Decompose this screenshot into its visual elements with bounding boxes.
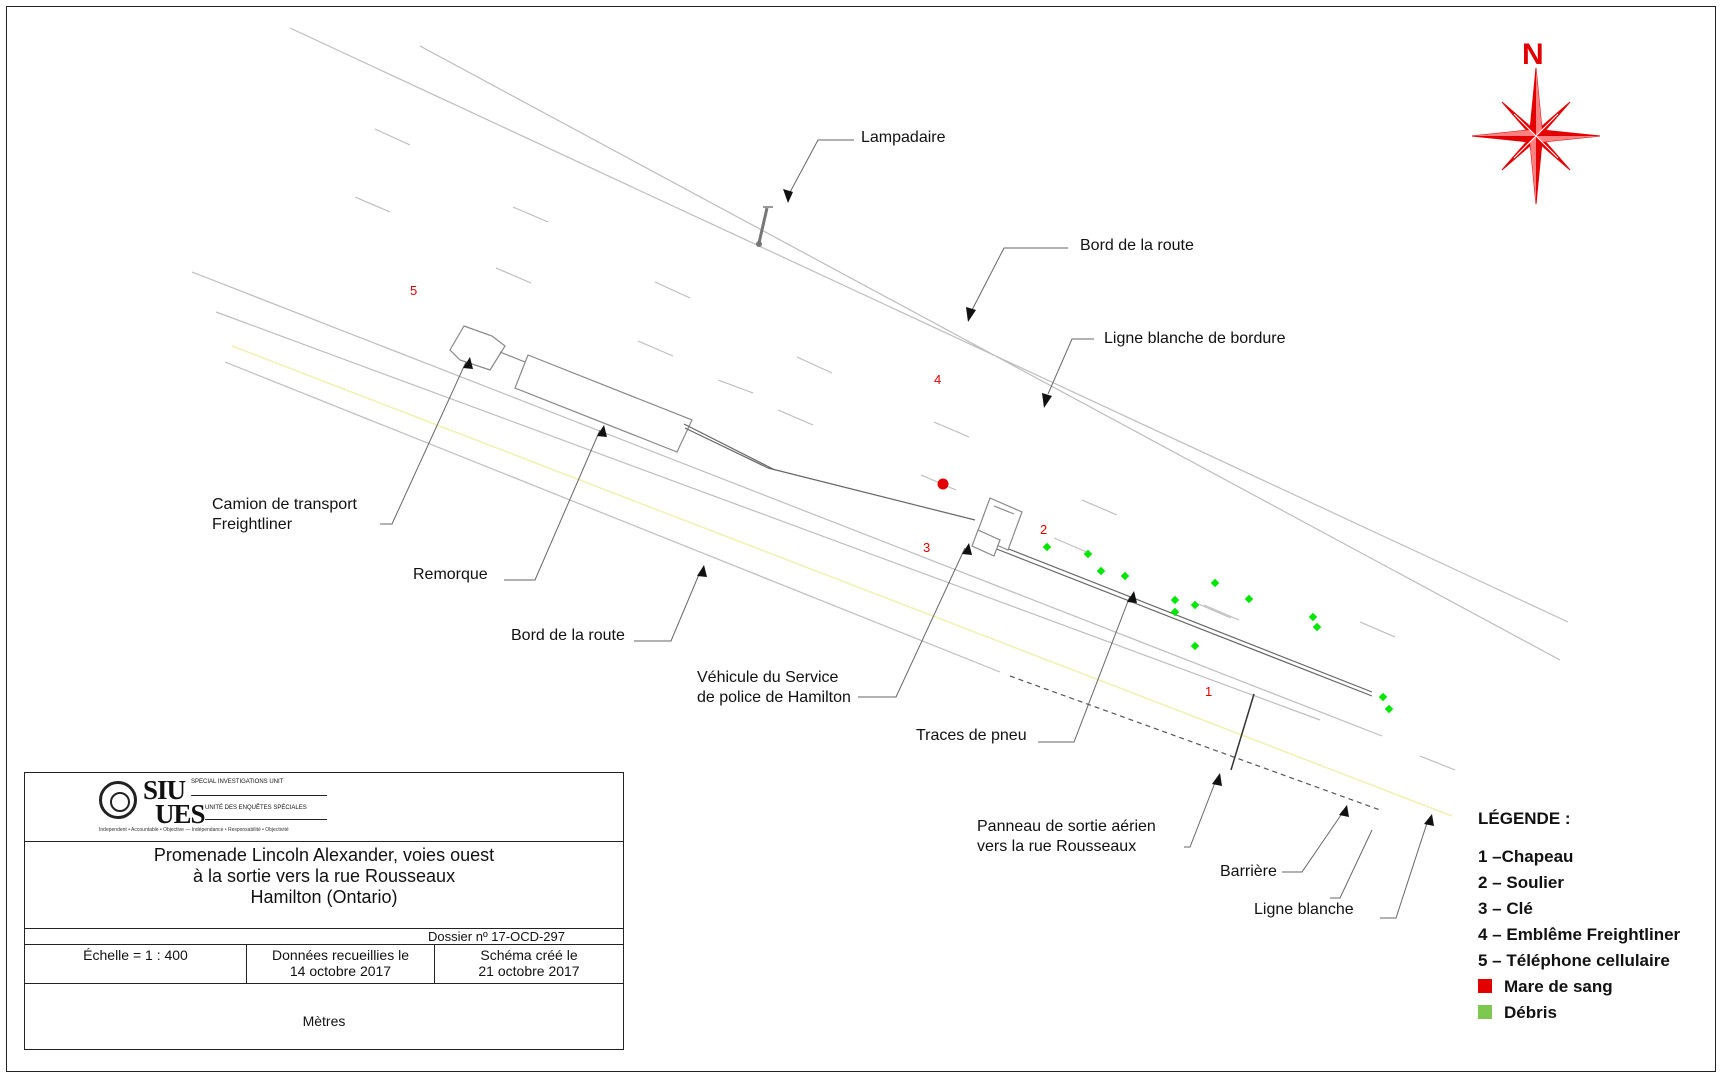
legend-blood-label: Mare de sang: [1504, 977, 1613, 996]
callout-leaders: [380, 139, 1429, 919]
label-camion-line1: Camion de transport: [212, 496, 357, 513]
police-vehicle: [971, 497, 1023, 557]
label-ligne-blanche: Ligne blanche: [1254, 901, 1354, 918]
blood-swatch: [1478, 979, 1492, 993]
label-camion-line2: Freightliner: [212, 516, 293, 533]
label-traces: Traces de pneu: [916, 727, 1027, 744]
road-lines: [191, 27, 1569, 737]
logo-line-fr: UNITÉ DES ENQUÊTES SPÉCIALES: [205, 805, 307, 811]
trailer: [514, 354, 693, 453]
truck-cab: [449, 325, 506, 371]
lane-line-2: [215, 311, 1321, 721]
units-label: Mètres: [302, 1013, 346, 1029]
evidence-number-1: 1: [1205, 684, 1213, 699]
debris-markers: [1042, 542, 1394, 714]
title-line-3: Hamilton (Ontario): [250, 887, 398, 907]
created-line-2: 21 octobre 2017: [478, 963, 580, 979]
tire-marks: [683, 423, 1373, 697]
diagram-title: Promenade Lincoln Alexander, voies ouest…: [25, 841, 623, 929]
created-line-1: Schéma créé le: [480, 947, 578, 963]
label-ligne-bordure: Ligne blanche de bordure: [1104, 330, 1286, 347]
created-cell: Schéma créé le 21 octobre 2017: [435, 945, 623, 983]
label-remorque: Remorque: [413, 566, 488, 583]
legend: LÉGENDE : 1 –Chapeau 2 – Soulier 3 – Clé…: [1478, 806, 1680, 1026]
legend-item-4: 4 – Emblême Freightliner: [1478, 925, 1681, 944]
road-edge-north: [289, 27, 1569, 623]
seal-icon: [99, 781, 137, 819]
label-vehicule-line2: de police de Hamilton: [697, 689, 851, 706]
label-lampadaire: Lampadaire: [861, 129, 946, 146]
legend-item-1: 1 –Chapeau: [1478, 847, 1574, 866]
logo-ues-text: UES: [155, 799, 206, 829]
title-line-2: à la sortie vers la rue Rousseaux: [192, 866, 456, 886]
legend-item-5: 5 – Téléphone cellulaire: [1478, 951, 1670, 970]
evidence-number-2: 2: [1040, 522, 1048, 537]
label-camion: Camion de transport Freightliner: [212, 495, 357, 535]
diagram-frame: [6, 6, 1716, 1072]
legend-title: LÉGENDE :: [1478, 809, 1571, 828]
collected-cell: Données recueillies le 14 octobre 2017: [247, 945, 435, 983]
info-row: Échelle = 1 : 400 Données recueillies le…: [25, 945, 623, 984]
edge-white-line-north: [419, 45, 1561, 661]
truck-trailer: [449, 325, 693, 453]
lane-line: [191, 271, 1383, 737]
callout-arrowheads: [463, 189, 1434, 826]
logo-siu-text: SIU: [143, 775, 186, 805]
siu-logo: SIU UES SPECIAL INVESTIGATIONS UNIT UNIT…: [25, 773, 623, 842]
collected-line-2: 14 octobre 2017: [289, 963, 392, 979]
label-panneau: Panneau de sortie aérien vers la rue Rou…: [977, 817, 1156, 857]
label-bord-route-top: Bord de la route: [1080, 237, 1194, 254]
leader-ligne-blanche-extra: [1330, 829, 1373, 899]
barrier-line: [1009, 675, 1381, 811]
label-vehicule: Véhicule du Service de police de Hamilto…: [697, 668, 851, 708]
label-vehicule-line1: Véhicule du Service: [697, 669, 839, 686]
lane-dashes: [354, 128, 1456, 771]
legend-debris-label: Débris: [1504, 1003, 1557, 1022]
evidence-number-5: 5: [410, 283, 418, 298]
label-panneau-line2: vers la rue Rousseaux: [977, 838, 1137, 855]
logo-line-en: SPECIAL INVESTIGATIONS UNIT: [191, 779, 284, 785]
label-bord-route-bottom: Bord de la route: [511, 627, 625, 644]
logo-tagline: Independent • Accountable • Objective — …: [99, 827, 289, 833]
legend-item-3: 3 – Clé: [1478, 899, 1533, 918]
evidence-number-4: 4: [934, 372, 942, 387]
road-edge-south: [224, 361, 1001, 673]
streetlight-pole: [757, 207, 769, 244]
evidence-number-3: 3: [923, 540, 931, 555]
title-line-1: Promenade Lincoln Alexander, voies ouest: [153, 845, 495, 865]
title-block: SIU UES SPECIAL INVESTIGATIONS UNIT UNIT…: [24, 772, 624, 1050]
debris-swatch: [1478, 1005, 1492, 1019]
label-panneau-line1: Panneau de sortie aérien: [977, 818, 1156, 835]
blood-pool-marker: [937, 478, 949, 490]
north-label: N: [1522, 38, 1544, 71]
exit-sign-post: [1230, 693, 1255, 771]
dossier-number: Dossier nº 17-OCD-297: [25, 929, 623, 945]
compass-rose: [1471, 67, 1601, 205]
yellow-line: [231, 345, 1453, 817]
collected-line-1: Données recueillies le: [272, 947, 409, 963]
legend-debris: Débris: [1478, 1000, 1680, 1026]
label-barriere: Barrière: [1220, 863, 1277, 880]
streetlight-base: [756, 241, 762, 247]
legend-item-2: 2 – Soulier: [1478, 873, 1564, 892]
legend-blood: Mare de sang: [1478, 974, 1680, 1000]
scale-cell: Échelle = 1 : 400: [25, 945, 247, 983]
